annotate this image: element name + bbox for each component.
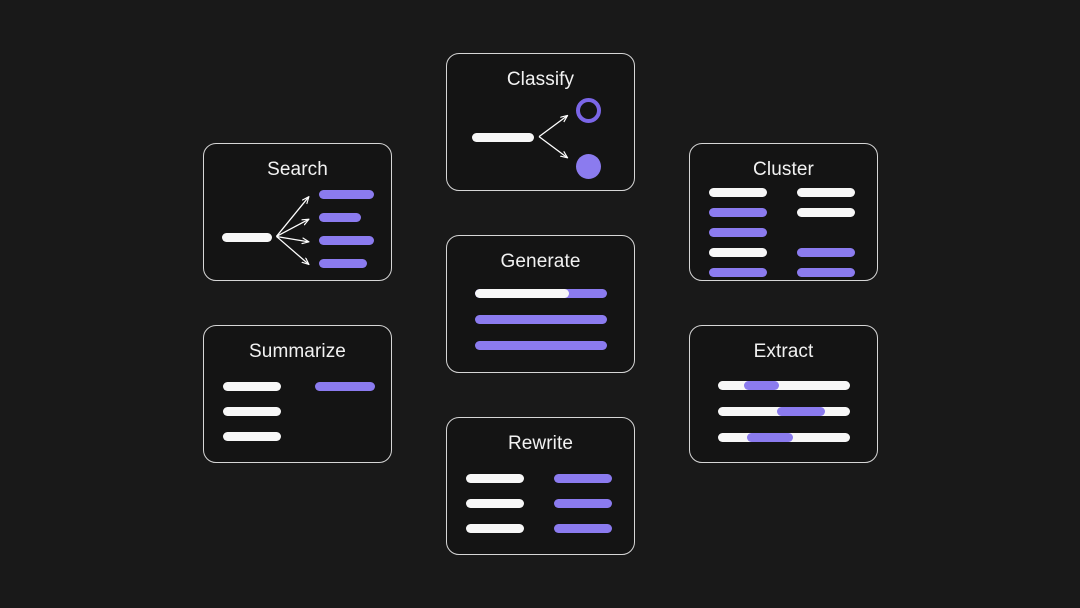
rewrite-source-bar (466, 524, 524, 533)
card-rewrite[interactable]: Rewrite (446, 417, 635, 555)
summarize-source-bar (223, 382, 281, 391)
extract-highlight (747, 433, 794, 442)
cluster-bar (797, 268, 855, 277)
extract-line (718, 407, 850, 416)
extract-highlight (777, 407, 825, 416)
card-body-extract (690, 370, 877, 462)
card-title-cluster: Cluster (753, 159, 814, 180)
search-result-bar (319, 213, 361, 222)
search-result-bar (319, 259, 367, 268)
search-source-bar (222, 233, 272, 242)
summarize-result-bar (315, 382, 375, 391)
rewrite-source-bar (466, 474, 524, 483)
card-extract[interactable]: Extract (689, 325, 878, 463)
cluster-bar (797, 248, 855, 257)
extract-highlight (744, 381, 779, 390)
card-classify[interactable]: Classify (446, 53, 635, 191)
card-body-search (204, 188, 391, 280)
card-title-rewrite: Rewrite (507, 433, 574, 454)
card-body-rewrite (447, 462, 634, 554)
summarize-source-bar (223, 407, 281, 416)
classify-class-outline-circle (576, 98, 601, 123)
card-body-classify (447, 98, 634, 190)
cluster-bar (797, 188, 855, 197)
classify-source-bar (472, 133, 534, 142)
cluster-bar (709, 208, 767, 217)
card-title-extract: Extract (753, 341, 814, 362)
card-search[interactable]: Search (203, 143, 392, 281)
extract-line (718, 433, 850, 442)
search-result-bar (319, 236, 374, 245)
generate-prompt-completion-bar (475, 289, 607, 298)
card-cluster[interactable]: Cluster (689, 143, 878, 281)
cluster-bar (709, 228, 767, 237)
card-title-generate: Generate (500, 251, 581, 272)
search-result-bar (319, 190, 374, 199)
card-title-search: Search (267, 159, 328, 180)
rewrite-source-bar (466, 499, 524, 508)
rewrite-result-bar (554, 524, 612, 533)
rewrite-result-bar (554, 499, 612, 508)
cluster-bar (709, 188, 767, 197)
extract-line (718, 381, 850, 390)
card-title-classify: Classify (506, 69, 575, 90)
cluster-bar (709, 268, 767, 277)
summarize-source-bar (223, 432, 281, 441)
card-summarize[interactable]: Summarize (203, 325, 392, 463)
cluster-bar (797, 208, 855, 217)
classify-branch-icon (538, 98, 634, 190)
generate-output-bar (475, 315, 607, 324)
generate-output-bar (475, 341, 607, 350)
card-body-summarize (204, 370, 391, 462)
cluster-bar (709, 248, 767, 257)
card-title-summarize: Summarize (249, 341, 346, 362)
generate-prompt-segment (475, 289, 569, 298)
rewrite-result-bar (554, 474, 612, 483)
card-generate[interactable]: Generate (446, 235, 635, 373)
classify-class-filled-circle (576, 154, 601, 179)
card-body-cluster (690, 188, 877, 280)
card-body-generate (447, 280, 634, 372)
